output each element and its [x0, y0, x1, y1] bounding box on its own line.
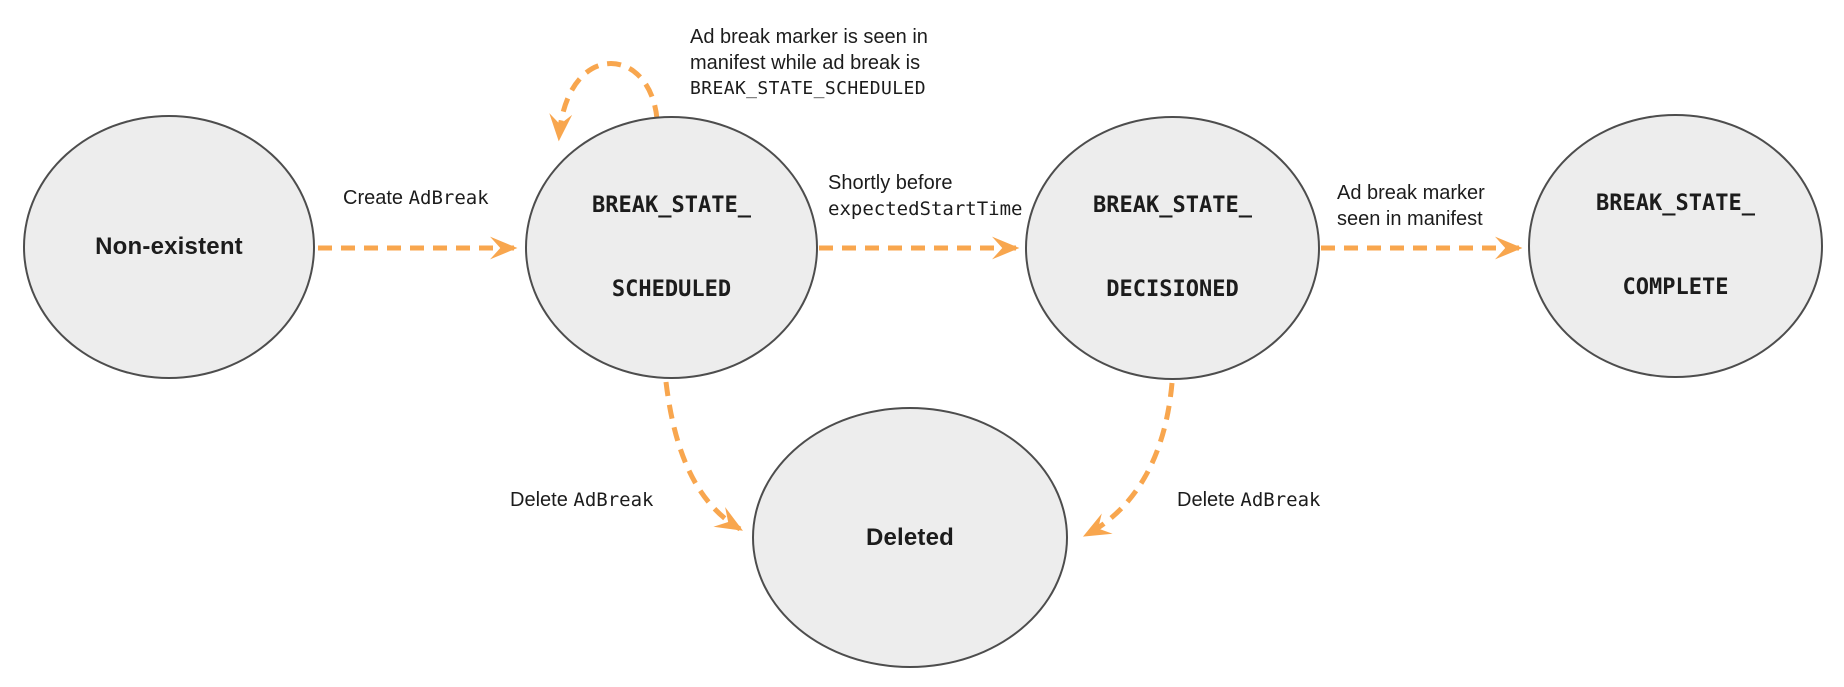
state-label: Non-existent — [95, 233, 243, 260]
label-line1: Ad break marker is seen in — [690, 26, 928, 48]
arrow-scheduled-to-deleted — [663, 381, 743, 532]
transition-label-create-adbreak: Create AdBreak — [343, 185, 489, 211]
state-label-line2: SCHEDULED — [611, 276, 732, 302]
label-text: Create — [343, 187, 404, 209]
label-line2: seen in manifest — [1337, 208, 1483, 230]
state-label-line1: BREAK_STATE_ — [592, 192, 751, 218]
state-label-line1: BREAK_STATE_ — [1093, 193, 1252, 218]
label-line1: Shortly before — [828, 172, 953, 194]
arrow-self-loop-scheduled — [549, 61, 660, 142]
label-line2: manifest while ad break is — [690, 52, 921, 74]
state-node-break-state-complete: BREAK_STATE_ COMPLETE — [1528, 114, 1823, 378]
state-node-non-existent: Non-existent — [23, 115, 315, 379]
transition-label-marker-seen: Ad break marker seen in manifest — [1337, 180, 1485, 232]
transition-label-delete-adbreak-right: Delete AdBreak — [1177, 487, 1320, 513]
state-node-break-state-scheduled: BREAK_STATE_ SCHEDULED — [525, 116, 818, 379]
state-node-break-state-decisioned: BREAK_STATE_ DECISIONED — [1025, 116, 1320, 380]
transition-label-shortly-before: Shortly before expectedStartTime — [828, 170, 1022, 222]
label-code: AdBreak — [573, 489, 654, 511]
state-label: BREAK_STATE_ DECISIONED — [1093, 136, 1252, 360]
label-line1: Ad break marker — [1337, 182, 1485, 204]
label-text: Delete — [510, 489, 568, 511]
state-node-deleted: Deleted — [752, 407, 1068, 668]
state-label-line1: BREAK_STATE_ — [1596, 191, 1755, 216]
label-code: expectedStartTime — [828, 198, 1023, 220]
state-label-line2: COMPLETE — [1622, 275, 1729, 300]
label-text: Delete — [1177, 489, 1235, 511]
transition-label-self-loop: Ad break marker is seen in manifest whil… — [690, 24, 928, 102]
state-label: BREAK_STATE_ COMPLETE — [1596, 134, 1755, 358]
label-code: BREAK_STATE_SCHEDULED — [690, 78, 926, 99]
state-label-line2: DECISIONED — [1106, 277, 1239, 302]
arrow-decisioned-to-deleted — [1082, 382, 1175, 538]
state-label: Deleted — [865, 523, 955, 551]
state-label: BREAK_STATE_ SCHEDULED — [592, 136, 751, 360]
label-code: AdBreak — [408, 187, 489, 209]
transition-label-delete-adbreak-left: Delete AdBreak — [510, 487, 653, 513]
label-code: AdBreak — [1240, 489, 1321, 511]
